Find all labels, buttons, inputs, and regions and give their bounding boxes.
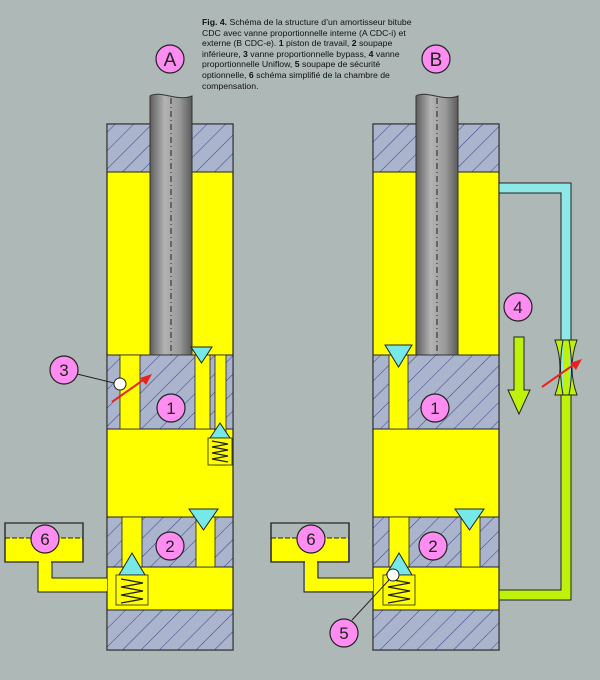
passage-a-mid [194,354,211,430]
caption-fig: Fig. 4. [202,17,228,27]
figure-caption: Fig. 4. Schéma de la structure d’un amor… [202,17,414,91]
callouts: A B 1 2 3 6 1 2 4 5 6 [30,44,533,648]
label-a1: 1 [166,399,175,418]
base-valve-triangle-a [188,508,219,531]
label-b5: 5 [339,624,348,643]
bypass-valve-a [113,377,127,391]
passage-a-left [119,354,141,430]
flow-arrow-b [507,336,531,416]
caption-text-3: soupape inférieure, [202,38,393,59]
caption-num-1: 1 [278,38,284,49]
bottom-cap-a [106,609,234,651]
label-b: B [430,50,443,71]
uniflow-valve-b [554,339,578,396]
label-a6: 6 [40,530,49,549]
caption-num-3: 3 [243,48,248,59]
caption-text-5: vanne proportionnelle Uniflow, [202,48,400,70]
label-b1: 1 [430,399,439,418]
label-a3: 3 [59,361,68,380]
damper-b [270,93,582,651]
label-a2: 2 [165,537,174,556]
label-b2: 2 [428,537,437,556]
damper-a [4,93,234,651]
safety-valve-b [386,568,400,582]
label-b6: 6 [306,530,315,549]
caption-num-4: 4 [368,48,374,59]
rebound-valve-a [190,346,213,364]
caption-num-5: 5 [294,59,300,70]
bottom-cap-b [372,609,500,651]
return-line-b [498,394,572,601]
caption-text-6: soupape de sécurité optionnelle, [202,59,381,80]
label-b4: 4 [513,298,522,317]
caption-text-4: vanne proportionnelle bypass, [247,48,369,59]
caption-text-2: piston de travail, [283,38,352,49]
caption-text-1: Schéma de la structure d’un amortisseur … [202,17,412,49]
base-valve-triangle-b [454,508,485,531]
caption-text-7: schéma simplifié de la chambre de compen… [202,69,390,91]
rebound-valve-b [384,344,413,368]
caption-num-2: 2 [351,38,357,49]
caption-num-6: 6 [248,69,254,80]
label-a: A [164,50,177,71]
